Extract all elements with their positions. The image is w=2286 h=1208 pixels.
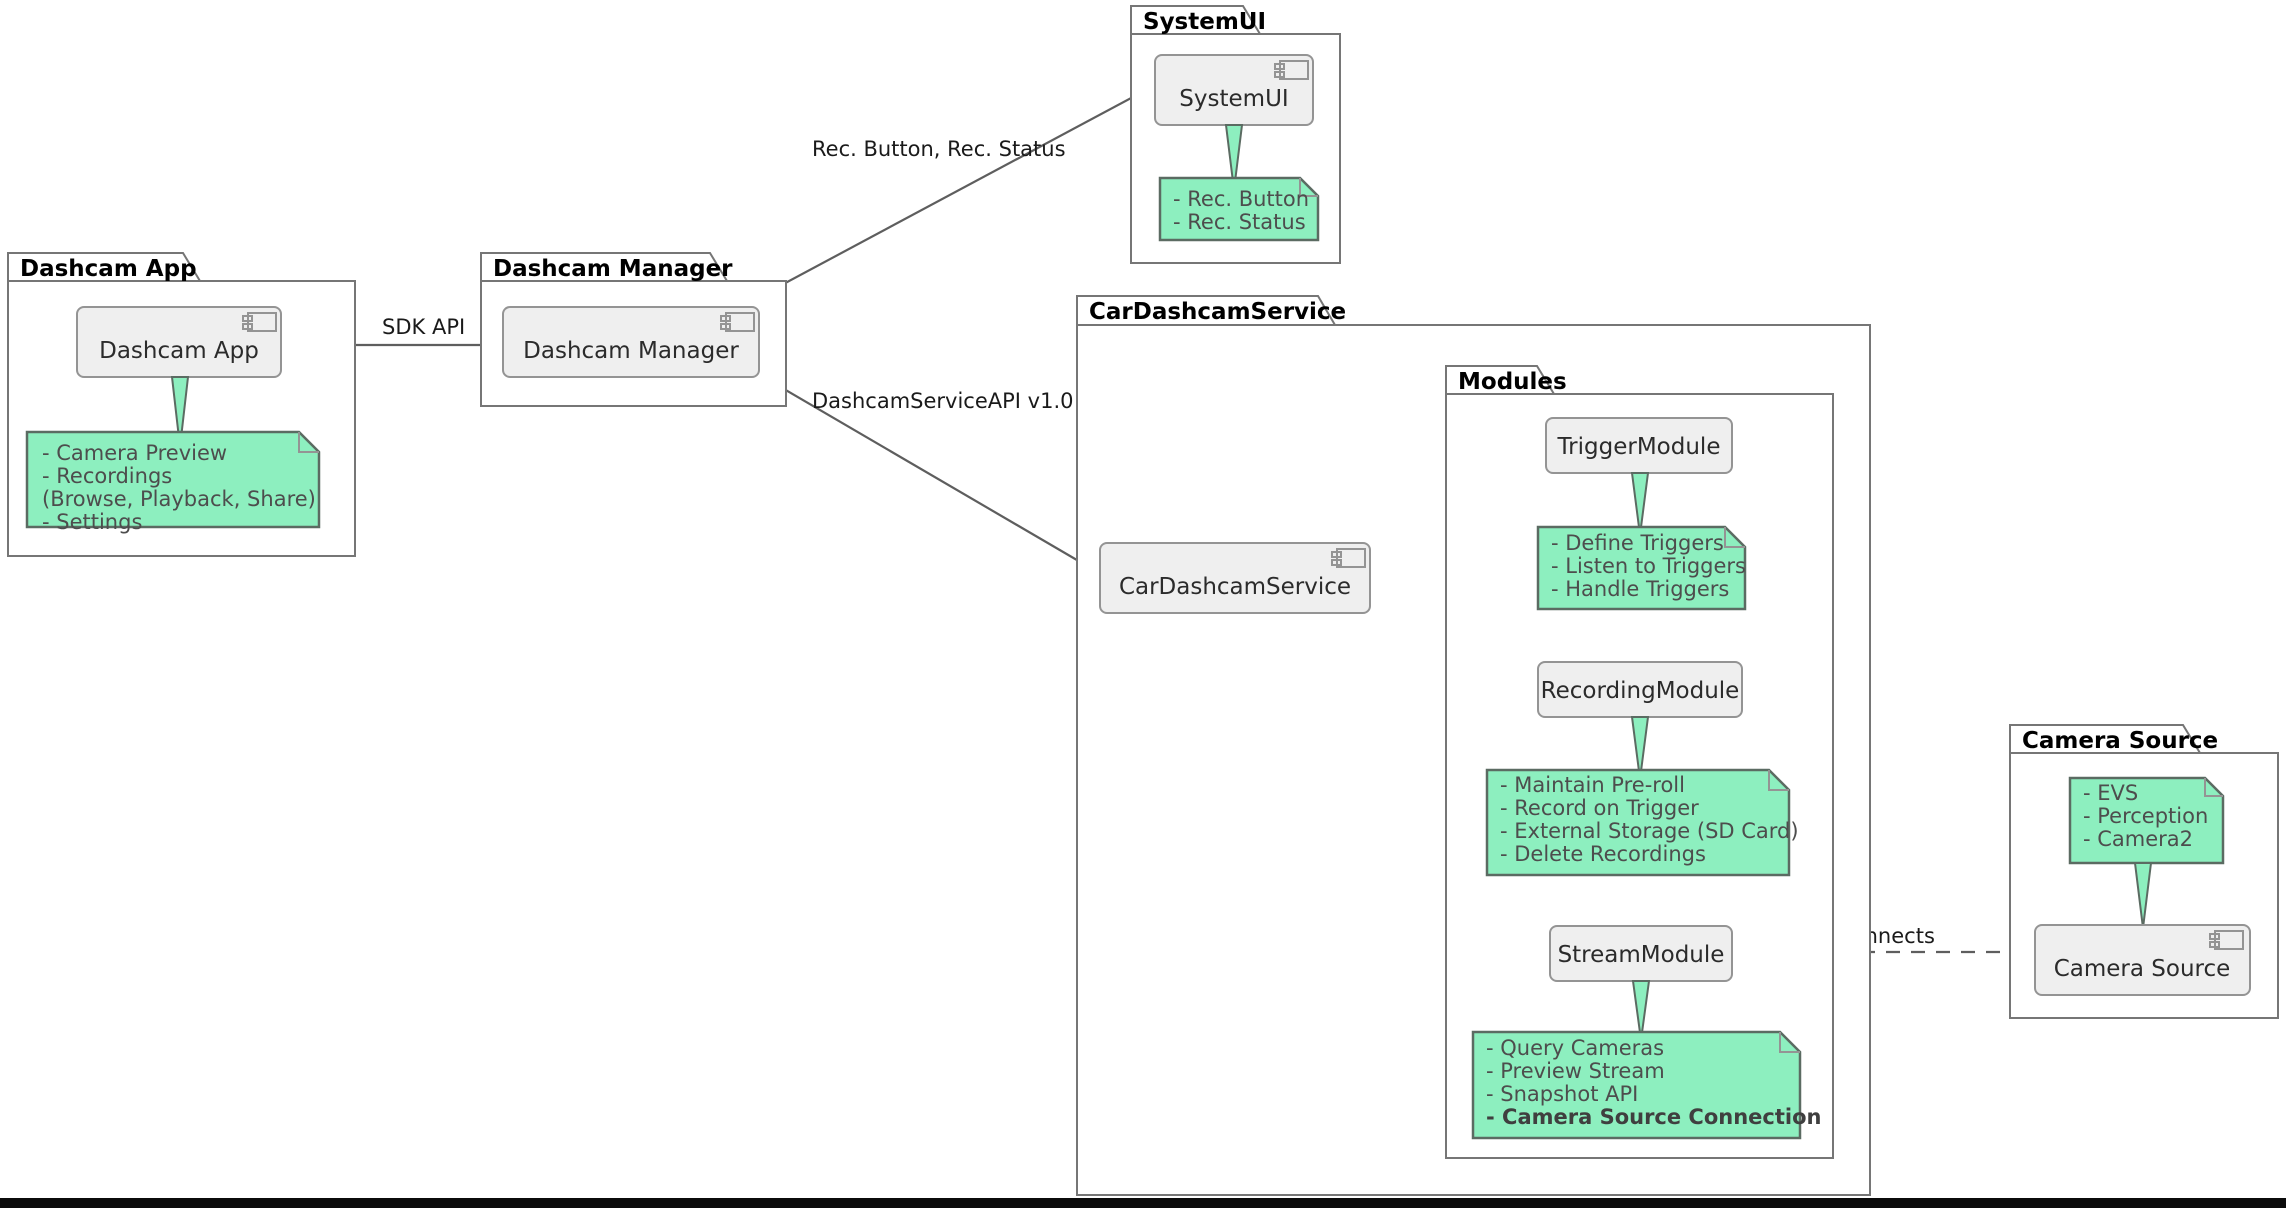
note-line: - Record on Trigger bbox=[1500, 796, 1699, 820]
note-line: - EVS bbox=[2083, 781, 2138, 805]
package-system-ui[interactable]: SystemUI SystemUI - Rec. Button - Rec. S… bbox=[1130, 5, 1341, 264]
note-connector bbox=[1630, 716, 1650, 780]
component-system-ui[interactable]: SystemUI bbox=[1154, 54, 1314, 126]
component-label: TriggerModule bbox=[1557, 434, 1721, 460]
edge-label-dashcamserviceapi: DashcamServiceAPI v1.0 bbox=[812, 389, 1074, 413]
component-recording-module[interactable]: RecordingModule bbox=[1537, 661, 1743, 718]
component-icon bbox=[242, 312, 277, 332]
component-camera-source[interactable]: Camera Source bbox=[2034, 924, 2251, 996]
component-label: Dashcam App bbox=[99, 338, 259, 364]
component-icon bbox=[1331, 548, 1366, 568]
note-connector bbox=[170, 376, 190, 448]
note-line: - Delete Recordings bbox=[1500, 842, 1706, 866]
note-line: - Camera Preview bbox=[42, 441, 227, 465]
package-title: SystemUI bbox=[1143, 9, 1266, 35]
component-icon bbox=[1274, 60, 1309, 80]
package-modules[interactable]: Modules TriggerModule - Define Triggers … bbox=[1445, 365, 1834, 1159]
component-label: StreamModule bbox=[1558, 942, 1725, 968]
note-line: - Settings bbox=[42, 510, 142, 534]
note-connector bbox=[1630, 472, 1650, 536]
note-line: - Handle Triggers bbox=[1551, 577, 1729, 601]
note-line: - Preview Stream bbox=[1486, 1059, 1665, 1083]
package-title: Dashcam App bbox=[20, 256, 197, 282]
note-line: - Camera2 bbox=[2083, 827, 2193, 851]
component-label: Dashcam Manager bbox=[523, 338, 739, 364]
bottom-bar bbox=[0, 1198, 2286, 1208]
package-camera-source[interactable]: Camera Source - EVS - Perception - Camer… bbox=[2009, 724, 2279, 1019]
edge-label-sdk-api: SDK API bbox=[382, 315, 465, 339]
note-line: - Camera Source Connection bbox=[1486, 1105, 1821, 1129]
note-line: - Perception bbox=[2083, 804, 2208, 828]
note-connector bbox=[1224, 124, 1244, 191]
note-line: - Maintain Pre-roll bbox=[1500, 773, 1685, 797]
package-title: Dashcam Manager bbox=[493, 256, 733, 282]
component-stream-module[interactable]: StreamModule bbox=[1549, 925, 1733, 982]
package-title: Modules bbox=[1458, 369, 1567, 395]
note-line: - Recordings bbox=[42, 464, 172, 488]
note-dashcam-app: - Camera Preview - Recordings (Browse, P… bbox=[25, 430, 321, 534]
component-label: Camera Source bbox=[2054, 956, 2231, 982]
package-dashcam-app[interactable]: Dashcam App Dashcam App - Camera Preview… bbox=[7, 252, 356, 557]
note-line: - Listen to Triggers bbox=[1551, 554, 1746, 578]
component-label: SystemUI bbox=[1179, 86, 1288, 112]
note-line: - Snapshot API bbox=[1486, 1082, 1638, 1106]
component-dashcam-app[interactable]: Dashcam App bbox=[76, 306, 282, 378]
note-line: - Query Cameras bbox=[1486, 1036, 1664, 1060]
note-connector bbox=[2133, 862, 2153, 929]
note-line: - Rec. Status bbox=[1173, 210, 1306, 234]
note-system-ui: - Rec. Button - Rec. Status bbox=[1158, 176, 1320, 242]
note-stream-module: - Query Cameras - Preview Stream - Snaps… bbox=[1471, 1030, 1821, 1140]
note-trigger-module: - Define Triggers - Listen to Triggers -… bbox=[1536, 525, 1747, 611]
note-line: - Define Triggers bbox=[1551, 531, 1724, 555]
package-car-dashcam-service[interactable]: CarDashcamService CarDashcamService Modu… bbox=[1076, 295, 1871, 1196]
note-line: (Browse, Playback, Share) bbox=[42, 487, 316, 511]
note-line: - Rec. Button bbox=[1173, 187, 1309, 211]
package-title: Camera Source bbox=[2022, 728, 2218, 754]
component-dashcam-manager[interactable]: Dashcam Manager bbox=[502, 306, 760, 378]
component-label: RecordingModule bbox=[1541, 678, 1740, 704]
edge-dashcamserviceapi bbox=[759, 374, 1095, 571]
package-title: CarDashcamService bbox=[1089, 299, 1346, 325]
component-icon bbox=[2209, 930, 2244, 950]
note-camera-source: - EVS - Perception - Camera2 bbox=[2068, 776, 2225, 865]
note-connector bbox=[1631, 980, 1651, 1041]
note-recording-module: - Maintain Pre-roll - Record on Trigger … bbox=[1485, 768, 1799, 877]
edge-rec-button-status bbox=[719, 89, 1147, 319]
edge-label-rec-button-status: Rec. Button, Rec. Status bbox=[812, 137, 1066, 161]
note-line: - External Storage (SD Card) bbox=[1500, 819, 1799, 843]
component-car-dashcam-service[interactable]: CarDashcamService bbox=[1099, 542, 1371, 614]
component-icon bbox=[720, 312, 755, 332]
package-dashcam-manager[interactable]: Dashcam Manager Dashcam Manager bbox=[480, 252, 787, 407]
component-trigger-module[interactable]: TriggerModule bbox=[1545, 417, 1733, 474]
component-label: CarDashcamService bbox=[1119, 574, 1351, 600]
